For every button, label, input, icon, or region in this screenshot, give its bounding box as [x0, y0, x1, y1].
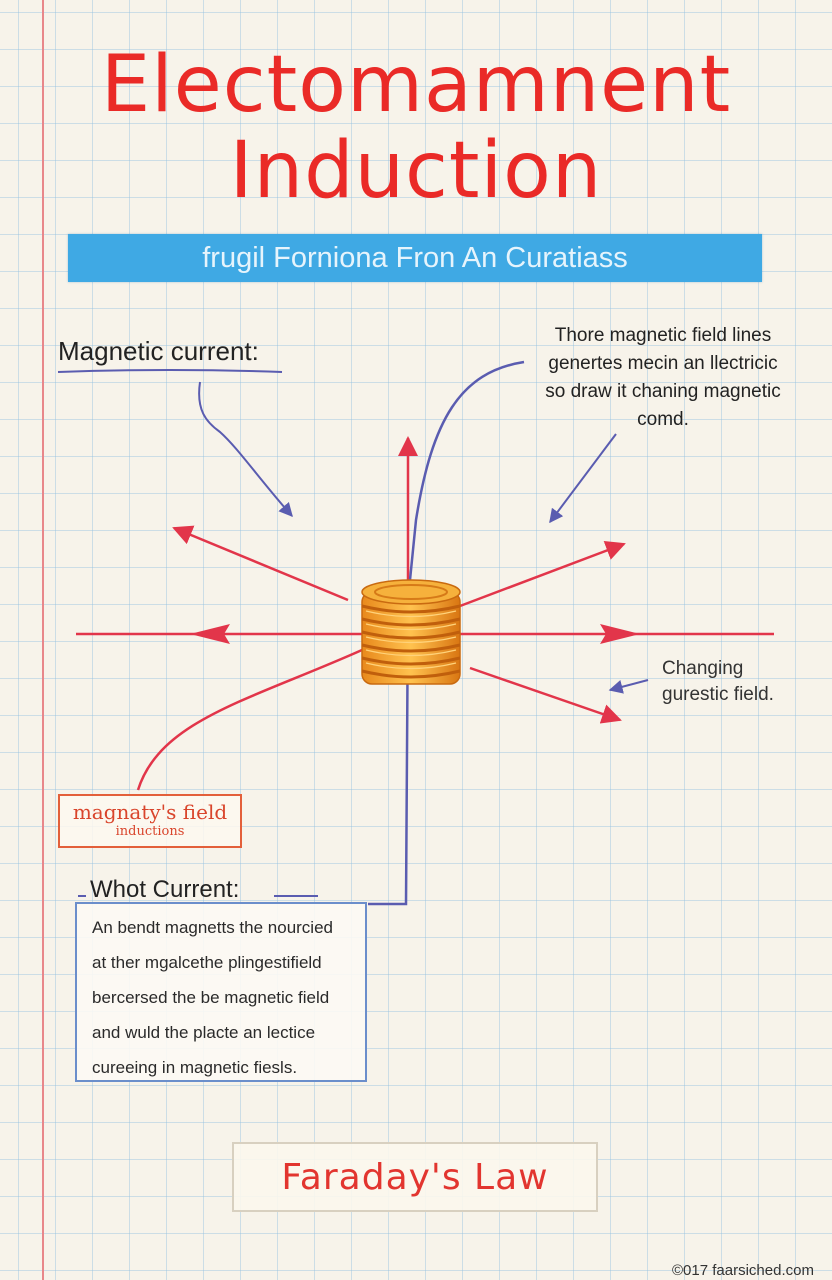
- field-lines-note-line: genertes mecin an llectricic: [548, 353, 778, 374]
- faraday-law-box: Faraday's Law: [232, 1142, 598, 1212]
- current-explanation-line: at ther mgalcethe plingestifield: [92, 953, 322, 972]
- top-note-pointer: [549, 433, 617, 524]
- subtitle-text: frugil Forniona Fron An Curatiass: [202, 241, 628, 274]
- magnetic-current-underline: [57, 369, 283, 373]
- field-lines-note: Thore magnetic field lines genertes meci…: [528, 322, 798, 434]
- changing-field-pointer: [608, 679, 649, 694]
- magnetic-current-pointer: [198, 381, 293, 518]
- subtitle-banner: frugil Forniona Fron An Curatiass: [68, 234, 762, 282]
- faraday-law-text: Faraday's Law: [281, 1156, 549, 1198]
- current-explanation-line: bercersed the be magnetic field: [92, 988, 330, 1007]
- upper-left-field-arrow: [172, 525, 349, 602]
- wire-through-coil: [368, 360, 525, 906]
- induction-box-subtitle: inductions: [115, 824, 185, 839]
- notebook-margin-line: [42, 0, 44, 1280]
- induction-box-title: magnaty's field: [72, 800, 228, 824]
- field-lines-note-line: comd.: [637, 409, 689, 430]
- right-horizontal-arrow: [600, 624, 640, 644]
- current-explanation-line: and wuld the placte an lectice: [92, 1023, 316, 1042]
- lower-right-field-arrow: [469, 666, 622, 724]
- current-explanation-line: cureeing in magnetic fiesls.: [92, 1058, 298, 1077]
- coil: [361, 579, 461, 685]
- changing-field-label: Changing gurestic field.: [662, 656, 802, 708]
- title-line-1: Electomamnent: [100, 40, 732, 130]
- field-lines-note-line: Thore magnetic field lines: [554, 325, 772, 346]
- upper-right-field-arrow: [459, 541, 626, 608]
- magnetic-current-label: Magnetic current:: [58, 336, 259, 366]
- changing-field-line: gurestic field.: [662, 684, 774, 705]
- changing-field-line: Changing: [662, 658, 744, 679]
- title-line-2: Induction: [229, 126, 603, 216]
- current-heading: Whot Current:: [90, 876, 240, 903]
- copyright-text: ©017 faarsiched.com: [672, 1262, 814, 1279]
- current-explanation-line: An bendt magnetts the nourcied: [92, 918, 333, 937]
- left-horizontal-arrow: [190, 624, 230, 644]
- current-explanation-box: [75, 902, 367, 1082]
- field-lines-note-line: so draw it chaning magnetic: [545, 381, 781, 402]
- induction-box: magnaty's field inductions: [58, 794, 242, 848]
- induction-connector-curve: [136, 648, 363, 791]
- current-explanation-text: An bendt magnetts the nourcied at ther m…: [92, 910, 362, 1085]
